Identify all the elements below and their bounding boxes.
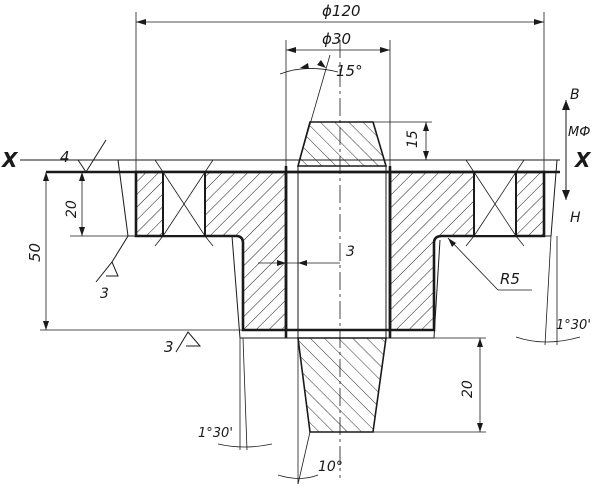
parting-marks: X X B МФ H [0,87,592,226]
dim-bore-offset: 3 [346,244,355,260]
core-upper-print [296,121,388,167]
roughness-bottom: 3 [164,338,174,356]
roughness-marks: 4 3 3 [60,139,202,356]
roughness-step: 3 [100,286,109,302]
parting-label-bottom: H [570,210,581,226]
dim-draft-left: 1°30' [198,426,233,441]
dimensions: ϕ120 ϕ30 15° 15 20 50 3 [26,2,591,485]
parting-label-top: B [570,87,580,103]
part-section [134,159,546,332]
part-left-half [134,170,288,332]
dim-outer-diameter: ϕ120 [322,2,361,20]
core-lower-print [297,337,387,433]
roughness-top: 4 [60,148,70,166]
part-right-half [388,170,546,332]
dim-core-top-height: 15 [405,130,421,148]
dim-total-height: 50 [26,243,44,262]
parting-mark: МФ [568,125,590,140]
dim-bore-diameter: ϕ30 [322,30,351,48]
dim-taper-bottom: 10° [318,459,343,475]
parting-right-x: X [573,148,592,172]
dim-draft-right: 1°30' [556,318,591,333]
dim-taper-top: 15° [336,62,363,80]
dim-core-bottom-height: 20 [460,380,476,398]
core [284,40,392,478]
dim-flange-height: 20 [64,200,80,218]
dim-fillet-radius: R5 [500,270,520,288]
parting-left-x: X [0,148,19,172]
